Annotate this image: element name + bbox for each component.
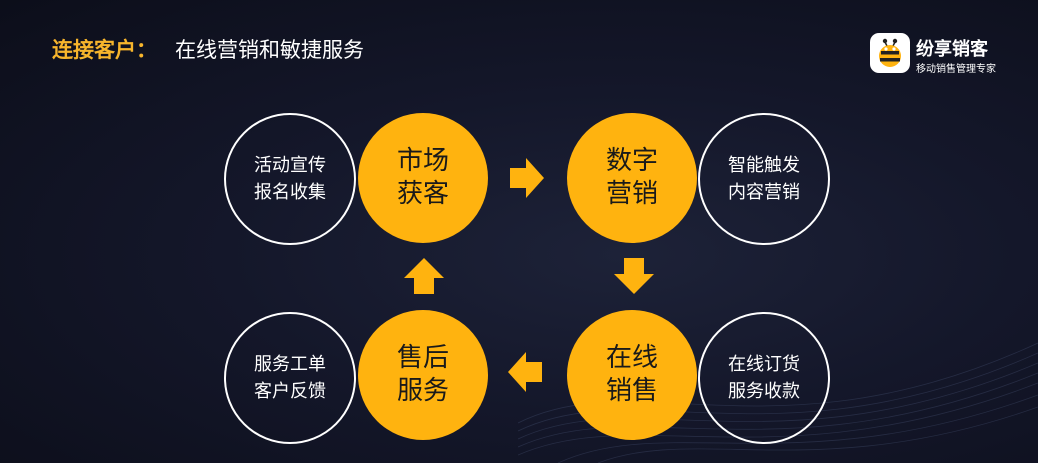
online-order-circle: 在线订货 服务收款 [698,312,830,444]
side-text-line2: 报名收集 [254,182,326,203]
main-text-line2: 获客 [396,179,449,209]
side-text-line1: 活动宣传 [254,155,326,176]
smart-trigger-circle: 智能触发 内容营销 [698,113,830,245]
side-text-line2: 内容营销 [728,182,800,203]
digital-marketing-circle: 数字 营销 [567,113,697,243]
side-text-line1: 服务工单 [254,354,326,375]
bee-icon [870,33,910,73]
main-text-line1: 在线 [605,343,658,373]
side-text-line1: 智能触发 [728,155,800,176]
arrow-up-icon [404,258,444,294]
brand-tagline: 移动销售管理专家 [916,64,996,75]
title-text: 在线营销和敏捷服务 [175,38,364,62]
arrow-right-icon [510,158,544,198]
online-sales-circle: 在线 销售 [567,310,697,440]
main-text-line1: 数字 [605,146,658,176]
activity-promotion-circle: 活动宣传 报名收集 [224,113,356,245]
arrow-left-icon [508,352,542,392]
main-text-line2: 销售 [605,376,658,406]
arrow-down-icon [614,258,654,294]
page-title: 连接客户： 在线营销和敏捷服务 [52,34,364,64]
main-text-line1: 市场 [396,146,449,176]
brand-name: 纷享销客 [916,39,988,60]
brand-logo: 纷享销客 移动销售管理专家 [870,33,1020,75]
service-ticket-circle: 服务工单 客户反馈 [224,312,356,444]
side-text-line2: 客户反馈 [254,381,326,402]
title-prefix: 连接客户： [52,38,157,62]
main-text-line1: 售后 [396,343,449,373]
market-acquisition-circle: 市场 获客 [358,113,488,243]
side-text-line2: 服务收款 [728,381,800,402]
side-text-line1: 在线订货 [728,354,800,375]
main-text-line2: 服务 [396,376,449,406]
after-sales-circle: 售后 服务 [358,310,488,440]
main-text-line2: 营销 [605,179,658,209]
